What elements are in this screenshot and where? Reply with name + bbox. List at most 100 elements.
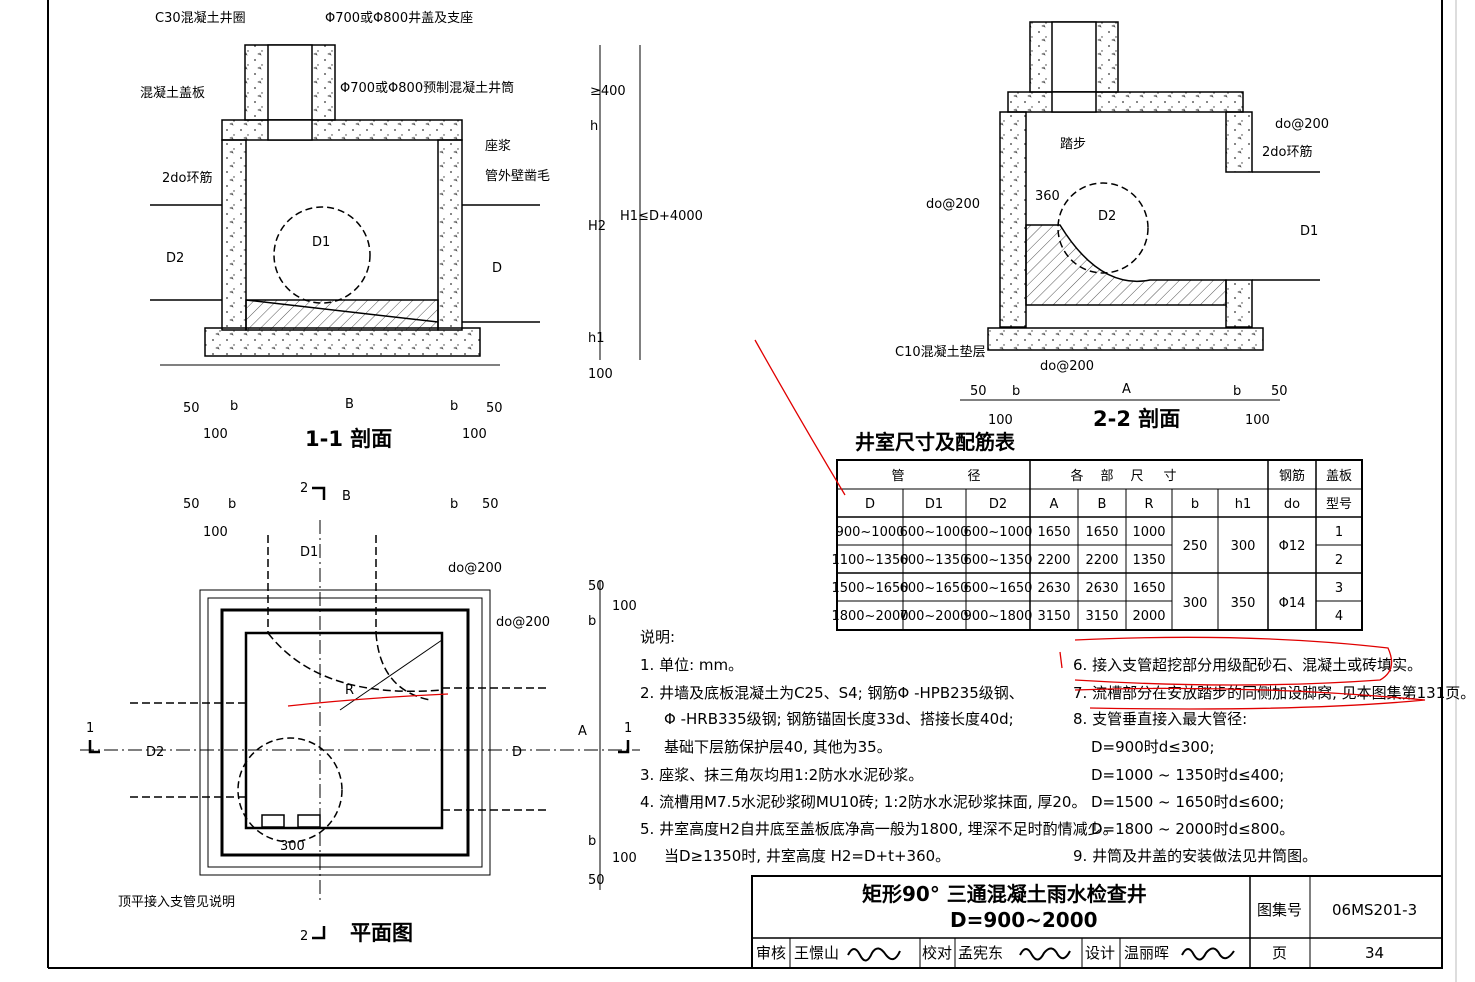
svg-text:h1: h1: [1235, 497, 1252, 512]
svg-text:8. 支管垂直接入最大管径:: 8. 支管垂直接入最大管径:: [1073, 710, 1247, 728]
svg-text:2630: 2630: [1085, 581, 1118, 596]
svg-text:4: 4: [1335, 609, 1343, 624]
svg-text:2200: 2200: [1085, 553, 1118, 568]
svg-text:2000: 2000: [1132, 609, 1165, 624]
svg-text:50: 50: [588, 579, 605, 594]
svg-text:2200: 2200: [1037, 553, 1070, 568]
dimension-table-text: 管 径 各 部 尺 寸 钢筋 盖板 D D1 D2 A B R b h1 do …: [831, 468, 1352, 624]
svg-text:尺: 尺: [1130, 469, 1143, 484]
svg-text:温丽晖: 温丽晖: [1124, 944, 1169, 962]
svg-text:3: 3: [1335, 581, 1343, 596]
svg-text:100: 100: [203, 525, 228, 540]
svg-text:D1: D1: [925, 497, 943, 512]
svg-text:b: b: [450, 497, 458, 512]
svg-text:D=1800 ~ 2000时d≤800。: D=1800 ~ 2000时d≤800。: [1091, 820, 1294, 838]
svg-text:Φ14: Φ14: [1279, 596, 1306, 611]
svg-text:D: D: [492, 261, 502, 276]
svg-text:b: b: [230, 399, 238, 414]
svg-text:1650: 1650: [1037, 525, 1070, 540]
svg-text:A: A: [1050, 497, 1059, 512]
svg-text:do@200: do@200: [496, 615, 550, 630]
svg-text:b: b: [450, 399, 458, 414]
svg-text:D=1000 ~ 1350时d≤400;: D=1000 ~ 1350时d≤400;: [1091, 766, 1284, 784]
svg-text:50: 50: [183, 497, 200, 512]
svg-text:Φ700或Φ800井盖及支座: Φ700或Φ800井盖及支座: [325, 11, 473, 26]
svg-text:b: b: [1012, 384, 1020, 399]
section-2-2: [960, 21, 1320, 401]
red-markup: [287, 339, 1426, 710]
svg-text:3150: 3150: [1037, 609, 1070, 624]
svg-text:34: 34: [1365, 944, 1384, 962]
section-1-1-title: 1-1 剖面: [305, 427, 392, 451]
svg-text:1350: 1350: [1132, 553, 1165, 568]
drawing-subtitle: D=900~2000: [950, 908, 1098, 932]
svg-text:2630: 2630: [1037, 581, 1070, 596]
svg-text:b: b: [588, 834, 596, 849]
svg-text:钢筋: 钢筋: [1279, 468, 1305, 484]
svg-text:2do环筋: 2do环筋: [1262, 144, 1312, 160]
svg-text:600~1350: 600~1350: [900, 553, 969, 568]
svg-text:600~1650: 600~1650: [964, 581, 1033, 596]
svg-text:D1: D1: [300, 545, 318, 560]
svg-text:100: 100: [462, 427, 487, 442]
svg-text:1000: 1000: [1132, 525, 1165, 540]
svg-text:do@200: do@200: [1040, 359, 1094, 374]
section-1-1-text: C30混凝土井圈 Φ700或Φ800井盖及支座 混凝土盖板 Φ700或Φ800预…: [140, 10, 703, 451]
svg-text:审核: 审核: [756, 944, 786, 962]
svg-text:2: 2: [1335, 553, 1343, 568]
svg-text:型号: 型号: [1326, 497, 1352, 512]
svg-text:1800~2000: 1800~2000: [831, 609, 908, 624]
svg-text:1: 1: [624, 721, 632, 736]
svg-text:100: 100: [203, 427, 228, 442]
table-title: 井室尺寸及配筋表: [855, 430, 1016, 454]
svg-text:1100~1350: 1100~1350: [831, 553, 908, 568]
svg-text:600~1000: 600~1000: [964, 525, 1033, 540]
svg-text:do@200: do@200: [448, 561, 502, 576]
svg-text:B: B: [345, 397, 354, 412]
svg-text:D=900时d≤300;: D=900时d≤300;: [1091, 738, 1215, 756]
svg-text:设计: 设计: [1085, 944, 1115, 962]
svg-text:D2: D2: [1098, 209, 1116, 224]
section-2-2-title: 2-2 剖面: [1093, 407, 1180, 431]
title-block: [751, 875, 1443, 969]
svg-text:寸: 寸: [1163, 469, 1176, 484]
svg-text:校对: 校对: [922, 944, 952, 962]
svg-text:顶平接入支管见说明: 顶平接入支管见说明: [118, 894, 235, 910]
svg-text:2: 2: [300, 481, 308, 496]
section-2-2-text: 踏步 do@200 2do环筋 do@200 D2 360 D1 C10混凝土垫…: [895, 117, 1329, 431]
svg-text:do@200: do@200: [1275, 117, 1329, 132]
svg-text:50: 50: [1271, 384, 1288, 399]
svg-text:管外壁凿毛: 管外壁凿毛: [485, 169, 550, 184]
svg-text:D1: D1: [312, 235, 330, 250]
svg-text:50: 50: [486, 401, 503, 416]
svg-text:100: 100: [612, 851, 637, 866]
svg-text:h: h: [590, 119, 598, 134]
svg-text:h1: h1: [588, 331, 605, 346]
svg-text:2. 井墙及底板混凝土为C25、S4; 钢筋Φ -HPB23: 2. 井墙及底板混凝土为C25、S4; 钢筋Φ -HPB235级钢、: [640, 684, 1024, 702]
svg-text:300: 300: [1231, 539, 1256, 554]
plan-view: [80, 486, 640, 940]
svg-text:2: 2: [300, 929, 308, 944]
svg-text:50: 50: [970, 384, 987, 399]
svg-text:06MS201-3: 06MS201-3: [1332, 901, 1417, 919]
svg-text:部: 部: [1100, 469, 1113, 484]
svg-text:各: 各: [1070, 468, 1083, 484]
svg-text:D: D: [512, 745, 522, 760]
svg-text:50: 50: [482, 497, 499, 512]
svg-text:踏步: 踏步: [1060, 137, 1086, 152]
svg-text:600~1650: 600~1650: [900, 581, 969, 596]
svg-text:1: 1: [86, 721, 94, 736]
svg-text:50: 50: [183, 401, 200, 416]
svg-text:700~2000: 700~2000: [900, 609, 969, 624]
svg-text:do@200: do@200: [926, 197, 980, 212]
svg-text:王憬山: 王憬山: [794, 944, 839, 962]
svg-text:6. 接入支管超挖部分用级配砂石、混凝土或砖填实。: 6. 接入支管超挖部分用级配砂石、混凝土或砖填实。: [1073, 656, 1422, 674]
svg-text:H1≤D+4000: H1≤D+4000: [620, 209, 703, 224]
svg-text:B: B: [1098, 497, 1107, 512]
svg-text:1500~1650: 1500~1650: [831, 581, 908, 596]
svg-text:D=1500 ~ 1650时d≤600;: D=1500 ~ 1650时d≤600;: [1091, 793, 1284, 811]
svg-text:100: 100: [588, 367, 613, 382]
svg-text:混凝土盖板: 混凝土盖板: [140, 85, 205, 101]
dimension-table: [836, 459, 1363, 631]
